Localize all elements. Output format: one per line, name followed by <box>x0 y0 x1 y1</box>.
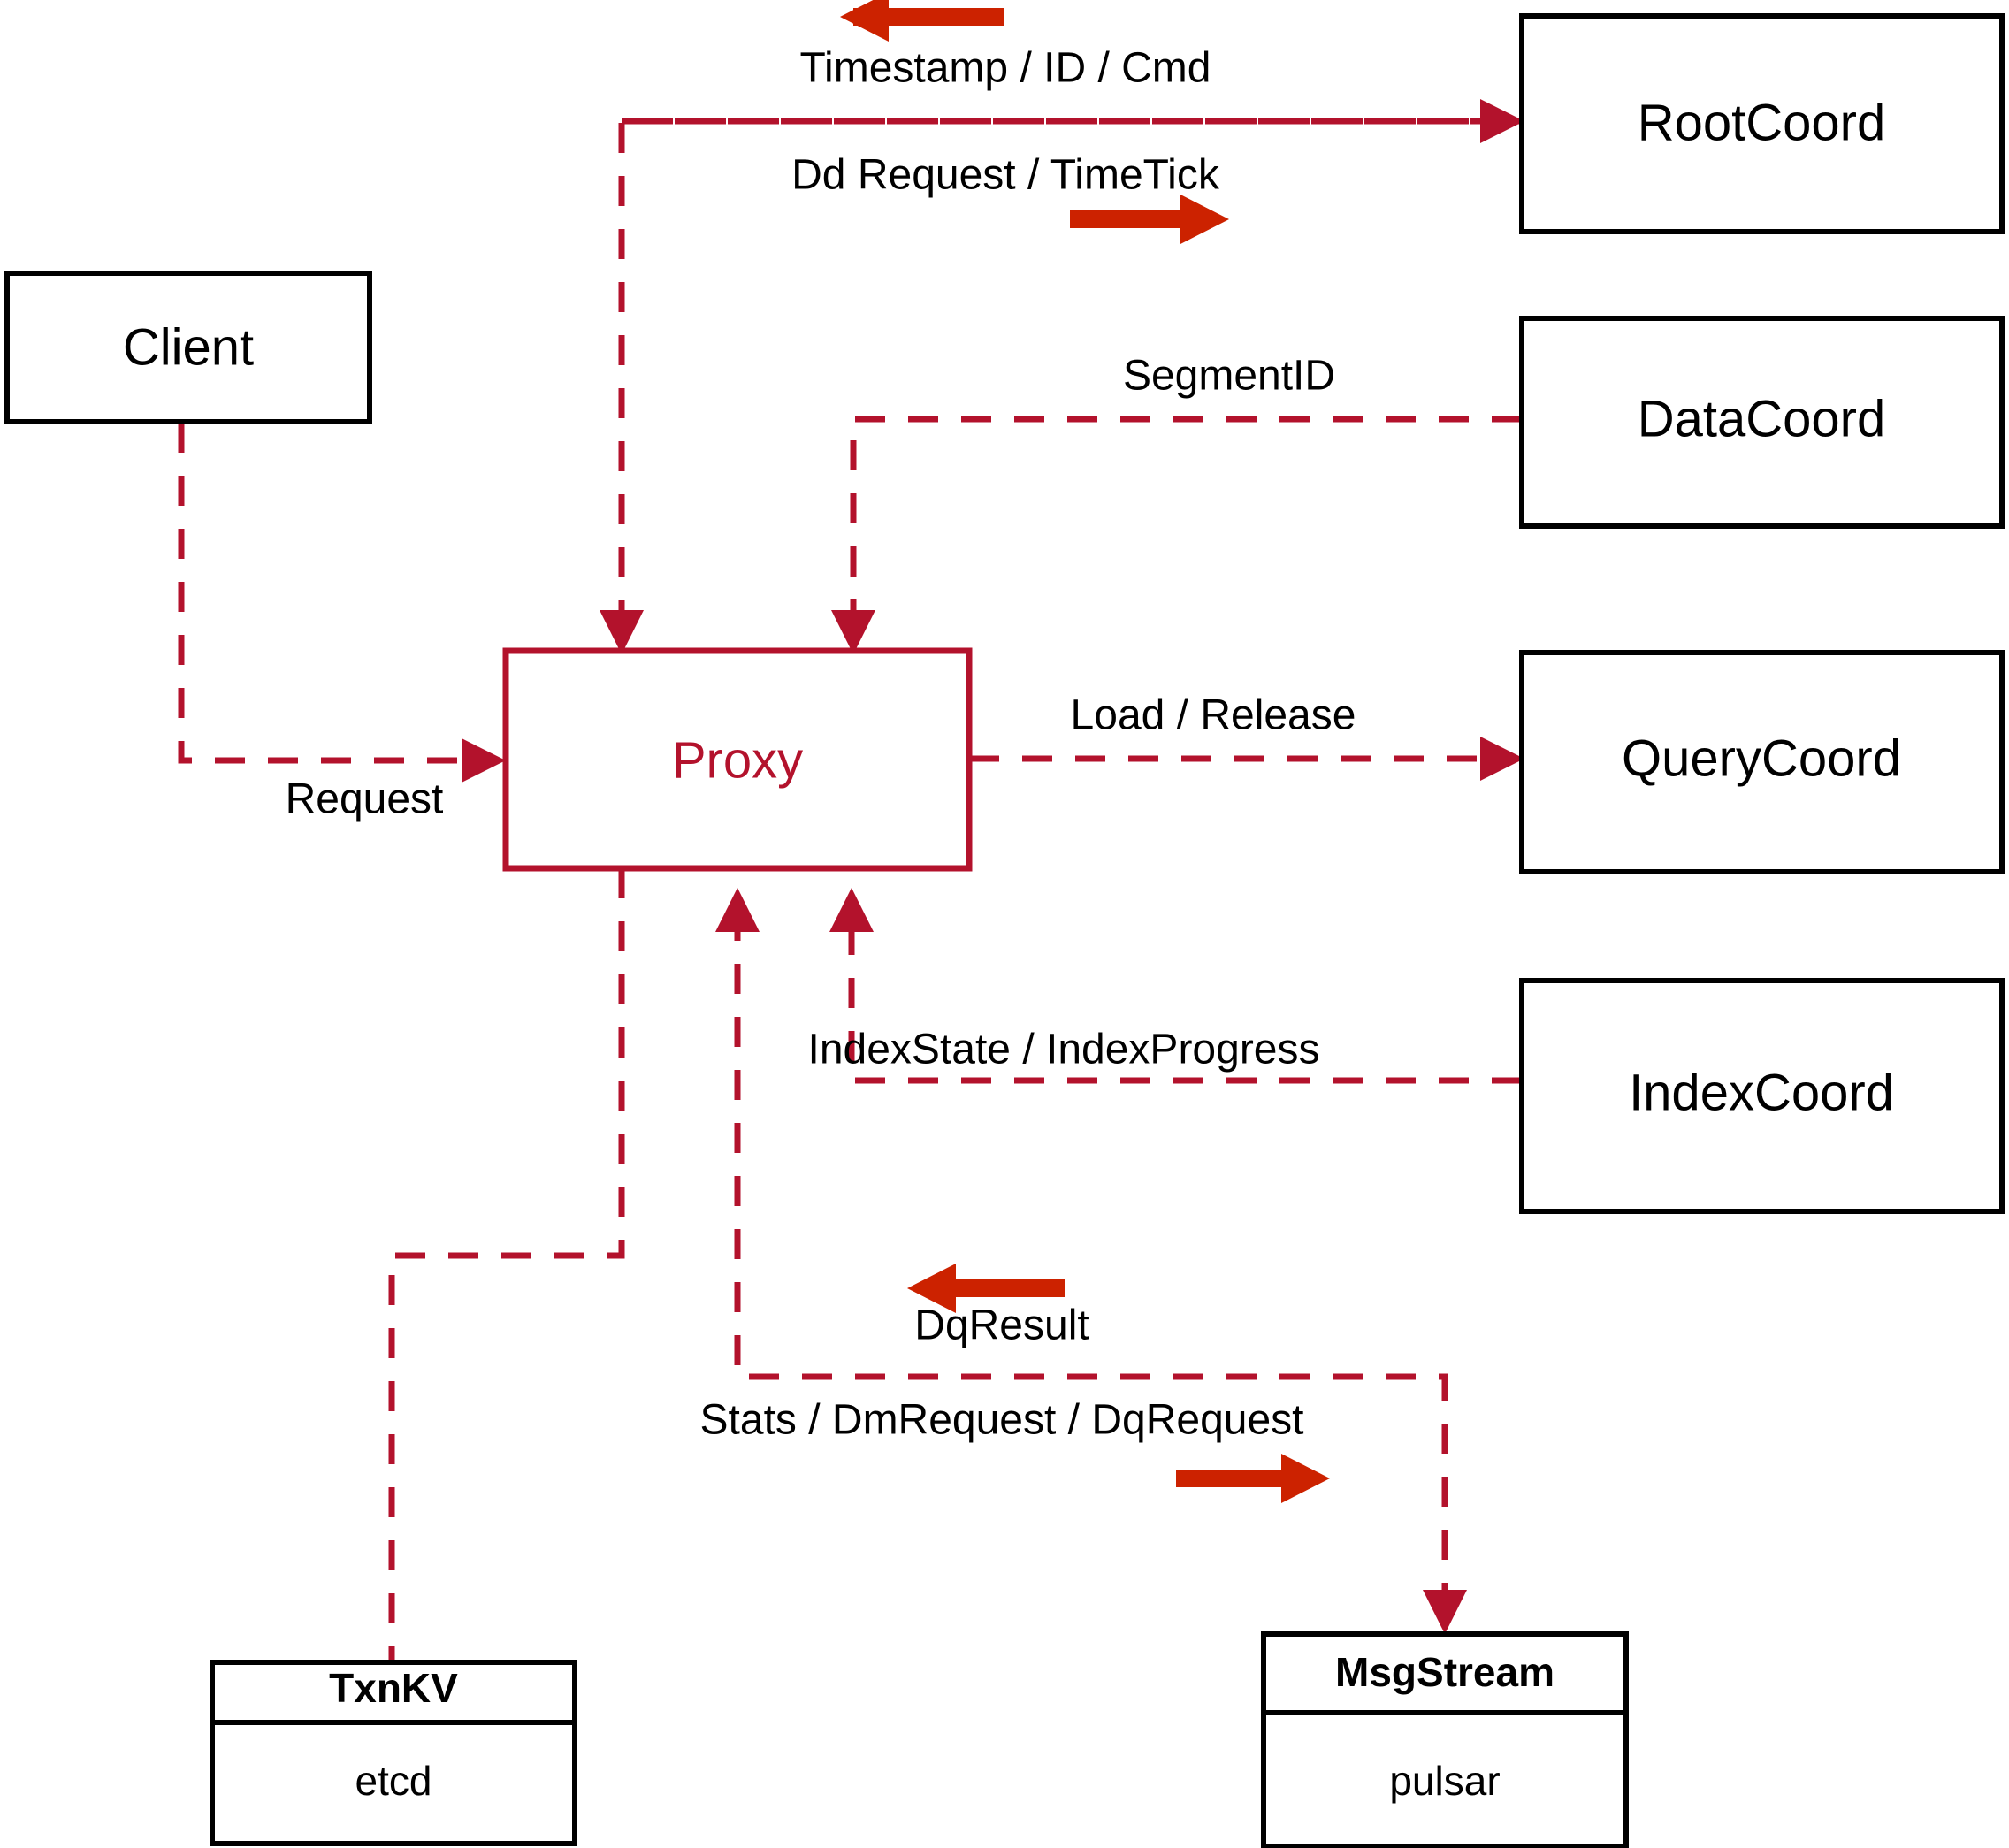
arrowhead-into-msgstream <box>1423 1590 1467 1634</box>
edge-label-dqresult: DqResult <box>914 1302 1089 1349</box>
arrowhead-into-proxy-top-left <box>600 610 644 654</box>
edge-rootcoord-to-proxy <box>600 118 1522 654</box>
edge-label-timestamp-id-cmd: Timestamp / ID / Cmd <box>800 45 1211 92</box>
edge-label-stats-dmrequest-dqrequest: Stats / DmRequest / DqRequest <box>700 1397 1304 1444</box>
direction-arrow-dqresult-left <box>907 1264 1065 1313</box>
node-rootcoord-label: RootCoord <box>1638 94 1885 151</box>
node-indexcoord[interactable]: IndexCoord <box>1519 978 2005 1214</box>
node-msgstream-header: MsgStream <box>1335 1649 1554 1695</box>
node-msgstream[interactable]: MsgStream pulsar <box>1261 1631 1629 1848</box>
direction-arrow-dqrequest-right <box>1176 1454 1330 1503</box>
node-txnkv-header: TxnKV <box>329 1665 458 1711</box>
node-querycoord[interactable]: QueryCoord <box>1519 650 2005 874</box>
edge-msgstream-proxy <box>715 888 1467 1634</box>
direction-arrow-timestamp-left <box>840 0 1004 42</box>
edge-indexcoord-to-proxy <box>829 888 1522 1084</box>
edge-proxy-to-rootcoord <box>622 99 1524 143</box>
direction-arrow-ddrequest-right <box>1070 195 1229 244</box>
node-txnkv-body: etcd <box>355 1758 432 1804</box>
edge-label-segmentid: SegmentID <box>1123 353 1335 400</box>
node-datacoord-label: DataCoord <box>1638 390 1885 447</box>
node-querycoord-label: QueryCoord <box>1622 729 1901 787</box>
edge-label-indexstate-indexprogress: IndexState / IndexProgress <box>808 1027 1320 1073</box>
arrowhead-into-proxy-top-right <box>831 610 875 654</box>
edge-client-to-proxy <box>178 423 506 783</box>
node-client-label: Client <box>123 318 254 376</box>
node-proxy-label: Proxy <box>672 731 803 789</box>
edge-datacoord-to-proxy <box>831 416 1522 654</box>
node-indexcoord-label: IndexCoord <box>1629 1064 1894 1121</box>
arrowhead-into-proxy-bottom-right <box>829 888 874 932</box>
edge-label-load-release: Load / Release <box>1071 692 1356 739</box>
edge-proxy-to-querycoord <box>969 737 1524 781</box>
node-datacoord[interactable]: DataCoord <box>1519 316 2005 529</box>
edge-label-request: Request <box>286 776 444 823</box>
node-proxy[interactable]: Proxy <box>502 647 973 872</box>
node-txnkv[interactable]: TxnKV etcd <box>210 1660 577 1846</box>
arrowhead-into-proxy-bottom-left <box>715 888 760 932</box>
node-client[interactable]: Client <box>4 271 372 424</box>
edge-label-dd-request-timetick: Dd Request / TimeTick <box>791 152 1220 199</box>
edge-proxy-to-txnkv <box>388 868 625 1662</box>
node-rootcoord[interactable]: RootCoord <box>1519 13 2005 234</box>
arrowhead-into-rootcoord <box>1480 99 1524 143</box>
arrowhead-into-proxy-left <box>462 738 506 783</box>
arrowhead-into-querycoord <box>1480 737 1524 781</box>
node-msgstream-body: pulsar <box>1389 1758 1500 1804</box>
